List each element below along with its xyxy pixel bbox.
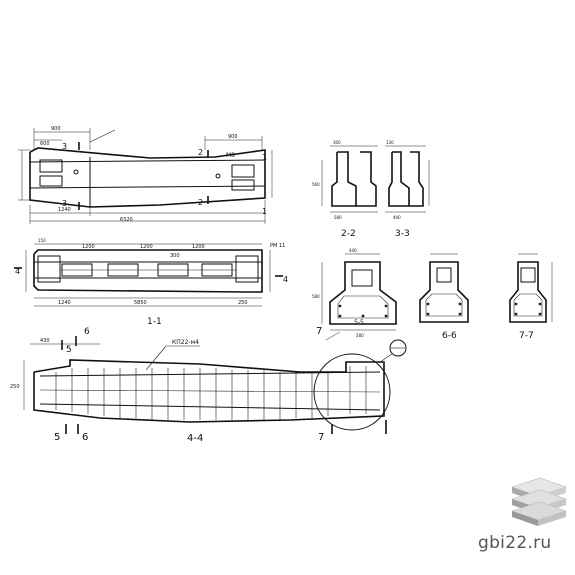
dim-250-section: 250: [10, 384, 20, 390]
dim-5-5-top: 440: [349, 248, 357, 253]
label-section-3-3: 3-3: [395, 229, 410, 239]
dim-3-3-bottom: 490: [393, 215, 401, 220]
dim-5-5-bottom: 280: [356, 333, 364, 338]
dim-600-top-left: 600: [40, 141, 50, 147]
dim-300-plan: 300: [170, 253, 180, 259]
stacked-slabs-logo-icon: [511, 477, 567, 526]
label-section-7-7: 7-7: [519, 331, 534, 341]
dim-250-plan: 250: [238, 300, 248, 306]
watermark-site-text: gbi22.ru: [478, 533, 552, 553]
label-section-5-5: 5-5: [354, 319, 364, 326]
detail-circle: [313, 353, 391, 431]
dim-2-2-height: 560: [312, 182, 320, 187]
dim-2-2-bottom: 580: [334, 215, 342, 220]
section-5-5: [321, 253, 397, 341]
section-mark-1-top: 1: [262, 153, 267, 162]
plan-mark-4-left: 4: [15, 267, 20, 276]
section-mark-7-plan: 7: [316, 326, 322, 337]
detail-marker: [389, 339, 407, 357]
section-mark-2-bottom: 2: [198, 198, 203, 207]
dim-900-top-left: 900: [51, 126, 61, 132]
dim-2-2-top: 300: [333, 140, 341, 145]
section-mark-2-top: 2: [198, 148, 203, 157]
dim-1200-c: 1200: [192, 244, 205, 250]
plan-view-1-1: [14, 243, 283, 307]
section-mark-6-top: 6: [84, 327, 90, 337]
dim-1240-top: 1240: [58, 207, 71, 213]
plan-mark-4-right: 4: [283, 275, 288, 284]
section-mark-3-bottom: 3: [62, 199, 67, 208]
beam-section-outline: [33, 359, 385, 423]
section-mark-5-bottom: 5: [54, 432, 60, 443]
section-mark-1-bottom: 1: [262, 207, 267, 216]
callout-m8: М8: [226, 152, 235, 159]
section-mark-5-top: 5: [66, 345, 72, 355]
dim-1200-a: 1200: [82, 244, 95, 250]
top-elevation: [18, 128, 273, 224]
callout-kp22: КП22-м4: [172, 339, 199, 346]
dim-1240-plan: 1240: [58, 300, 71, 306]
dim-3-3-top: 130: [386, 140, 394, 145]
dim-1200-b: 1200: [140, 244, 153, 250]
section-mark-3-top: 3: [62, 142, 67, 151]
label-section-6-6: 6-6: [442, 331, 457, 341]
section-6-6: [419, 253, 469, 323]
dim-430: 430: [40, 338, 50, 344]
dim-150: 150: [38, 238, 46, 243]
section-mark-7-bottom: 7: [318, 432, 324, 443]
label-section-2-2: 2-2: [341, 229, 356, 239]
callout-pm11: РМ 11: [270, 243, 285, 249]
dim-900-top-right: 900: [228, 134, 238, 140]
section-4-4: [23, 336, 407, 434]
section-2-2: [321, 145, 378, 213]
section-3-3: [385, 145, 430, 213]
stirrups: [55, 366, 367, 420]
beam-outline: [29, 147, 266, 208]
dim-5850: 5850: [134, 300, 147, 306]
dim-6320: 6320: [120, 217, 133, 223]
dim-5-5-height: 580: [312, 294, 320, 299]
section-7-7: [509, 253, 553, 323]
label-section-4-4: 4-4: [187, 433, 203, 444]
label-section-1-1: 1-1: [147, 317, 162, 327]
section-mark-6-bottom: 6: [82, 432, 88, 443]
